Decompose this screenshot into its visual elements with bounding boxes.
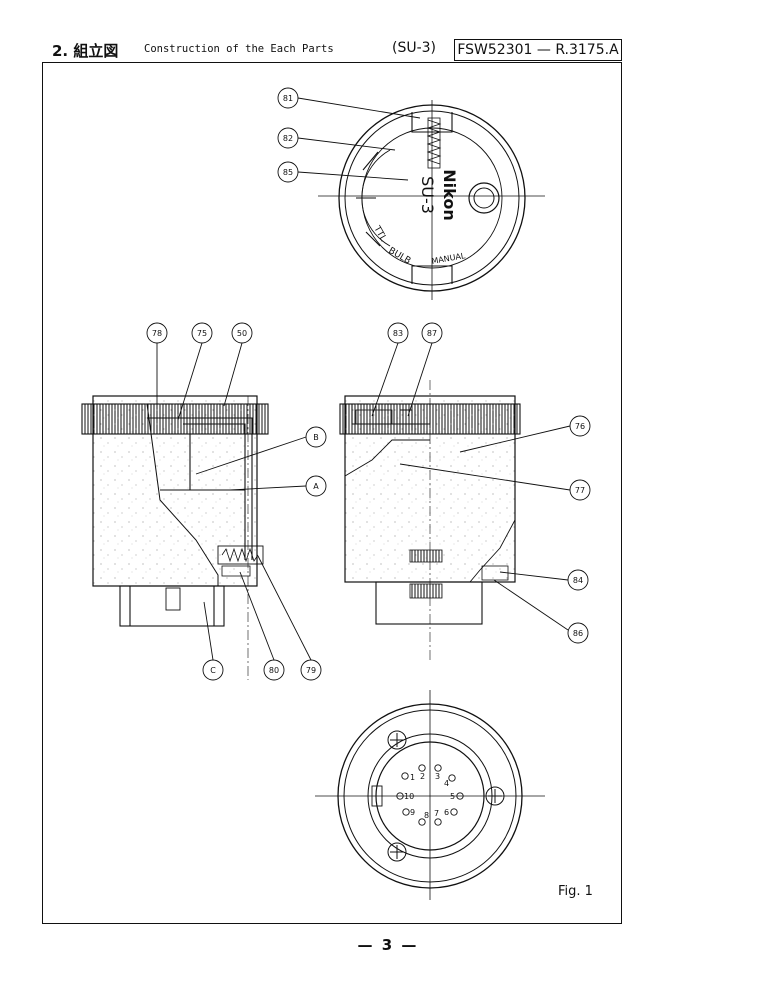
svg-text:C: C bbox=[210, 666, 216, 675]
svg-text:82: 82 bbox=[283, 134, 293, 143]
leader-lines bbox=[156, 97, 571, 661]
section-title: 2. 組立図 bbox=[52, 42, 119, 60]
callout-78: 78 bbox=[146, 322, 168, 344]
svg-text:78: 78 bbox=[152, 329, 162, 338]
right-side-view bbox=[339, 380, 521, 660]
pin-label-5: 5 bbox=[450, 792, 455, 801]
pin-label-6: 6 bbox=[444, 808, 449, 817]
pin-label-2: 2 bbox=[420, 772, 425, 781]
pin-label-4: 4 bbox=[444, 779, 449, 788]
header: 2. 組立図 Construction of the Each Parts (S… bbox=[42, 39, 622, 62]
svg-text:76: 76 bbox=[575, 422, 585, 431]
mode-ttl-label: TTL bbox=[371, 224, 388, 244]
callout-C: C bbox=[202, 659, 224, 681]
callout-80: 80 bbox=[263, 659, 285, 681]
svg-text:75: 75 bbox=[197, 329, 207, 338]
svg-text:87: 87 bbox=[427, 329, 437, 338]
section-subtitle: Construction of the Each Parts bbox=[144, 43, 334, 55]
page-number: — 3 — bbox=[357, 936, 419, 954]
callout-B: B bbox=[305, 426, 327, 448]
svg-text:B: B bbox=[313, 433, 319, 442]
pin-label-9: 9 bbox=[410, 808, 415, 817]
pin-label-10: 10 bbox=[404, 792, 414, 801]
svg-text:86: 86 bbox=[573, 629, 583, 638]
callout-76: 76 bbox=[569, 415, 591, 437]
brand-label: Nikon bbox=[440, 169, 459, 220]
svg-text:79: 79 bbox=[306, 666, 316, 675]
figure-caption: Fig. 1 bbox=[558, 884, 593, 899]
top-view: Nikon SU-3 TTL BULB MANUAL bbox=[318, 100, 545, 300]
callout-75: 75 bbox=[191, 322, 213, 344]
mode-manual-label: MANUAL bbox=[431, 251, 467, 266]
left-side-view bbox=[81, 395, 269, 680]
document-code: FSW52301 — R.3175.A bbox=[454, 39, 622, 61]
callouts: 81 82 85 78 75 50 83 87 B A 76 77 84 86 … bbox=[146, 87, 591, 681]
model-label: (SU-3) bbox=[392, 40, 437, 56]
pin-label-3: 3 bbox=[435, 772, 440, 781]
svg-text:A: A bbox=[313, 482, 319, 491]
callout-81: 81 bbox=[277, 87, 299, 109]
callout-77: 77 bbox=[569, 479, 591, 501]
svg-text:80: 80 bbox=[269, 666, 279, 675]
svg-text:81: 81 bbox=[283, 94, 293, 103]
callout-83: 83 bbox=[387, 322, 409, 344]
svg-text:85: 85 bbox=[283, 168, 293, 177]
callout-86: 86 bbox=[567, 622, 589, 644]
callout-A: A bbox=[305, 475, 327, 497]
model-engraving: SU-3 bbox=[418, 176, 437, 214]
mode-bulb-label: BULB bbox=[387, 246, 413, 267]
bottom-view: 1 2 3 4 5 6 7 8 9 10 bbox=[315, 690, 545, 900]
pin-label-7: 7 bbox=[434, 809, 439, 818]
drawing-frame bbox=[42, 62, 622, 924]
callout-85: 85 bbox=[277, 161, 299, 183]
callout-82: 82 bbox=[277, 127, 299, 149]
callout-79: 79 bbox=[300, 659, 322, 681]
callout-87: 87 bbox=[421, 322, 443, 344]
pin-label-1: 1 bbox=[410, 773, 415, 782]
callout-84: 84 bbox=[567, 569, 589, 591]
svg-text:77: 77 bbox=[575, 486, 585, 495]
callout-50: 50 bbox=[231, 322, 253, 344]
svg-text:50: 50 bbox=[237, 329, 247, 338]
svg-text:84: 84 bbox=[573, 576, 583, 585]
svg-text:83: 83 bbox=[393, 329, 403, 338]
pin-label-8: 8 bbox=[424, 811, 429, 820]
